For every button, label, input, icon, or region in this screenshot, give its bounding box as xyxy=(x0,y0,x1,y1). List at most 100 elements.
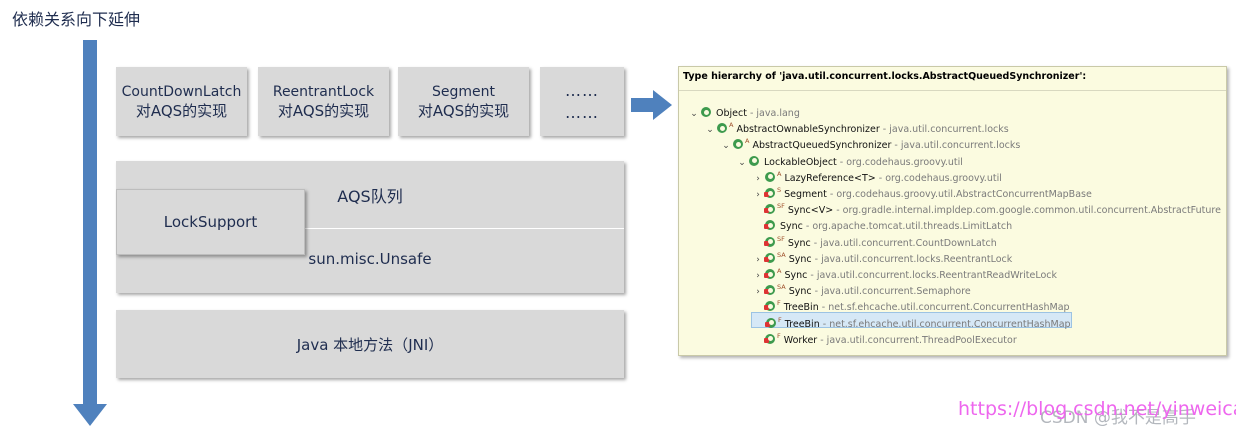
type-name: AbstractOwnableSynchronizer xyxy=(736,124,880,136)
type-package: - java.util.concurrent.locks xyxy=(891,140,1021,152)
type-name: Sync xyxy=(780,221,803,233)
type-package: - net.sf.ehcache.util.concurrent.Concurr… xyxy=(818,302,1070,314)
class-icon xyxy=(764,204,775,215)
box-title: CountDownLatch xyxy=(121,83,242,100)
expand-chevron-icon[interactable]: ⌄ xyxy=(722,141,730,152)
class-icon xyxy=(764,333,775,344)
box-title: ReentrantLock xyxy=(272,83,375,100)
modifier-badge: SF xyxy=(777,234,785,243)
locksupport-box: LockSupport xyxy=(116,189,305,255)
reentrantlock-box: ReentrantLock 对AQS的实现 xyxy=(258,67,389,136)
csdn-watermark: CSDN @我不是高手 xyxy=(1040,408,1196,428)
modifier-badge: F xyxy=(777,331,781,340)
type-package: - java.lang xyxy=(746,108,800,119)
type-package: - org.apache.tomcat.util.threads.LimitLa… xyxy=(802,221,1013,233)
type-name: Sync xyxy=(788,253,812,265)
type-name: Segment xyxy=(784,189,827,200)
hierarchy-row[interactable]: ⌄ LockableObject - org.codehaus.groovy.ut… xyxy=(735,150,963,168)
type-package: - java.util.concurrent.CountDownLatch xyxy=(810,237,997,249)
class-icon xyxy=(764,188,775,198)
jni-box: Java 本地方法（JNI） xyxy=(116,310,624,378)
type-package: - java.util.concurrent.Semaphore xyxy=(811,286,971,298)
collapse-chevron-icon[interactable]: › xyxy=(756,190,760,200)
hierarchy-row[interactable]: Sync - org.apache.tomcat.util.threads.Li… xyxy=(751,214,1013,233)
more-box: …… …… xyxy=(540,67,624,136)
class-icon xyxy=(701,107,711,117)
right-arrow xyxy=(631,90,672,120)
class-icon xyxy=(764,269,775,279)
modifier-badge: F xyxy=(777,299,781,308)
type-name: Sync xyxy=(787,237,811,249)
type-package: - org.gradle.internal.impldep.com.google… xyxy=(833,205,1221,217)
type-package: - java.util.concurrent.locks.ReentrantLo… xyxy=(811,253,1013,265)
box-subtitle: 对AQS的实现 xyxy=(135,101,228,120)
expand-chevron-icon[interactable]: ⌄ xyxy=(706,125,714,136)
collapse-chevron-icon[interactable]: › xyxy=(756,173,760,184)
expand-chevron-icon[interactable]: ⌄ xyxy=(690,109,698,119)
jni-label: Java 本地方法（JNI） xyxy=(296,335,444,354)
modifier-badge: SF xyxy=(777,202,785,211)
type-name: Sync xyxy=(788,286,812,298)
class-icon xyxy=(764,236,775,247)
type-name: TreeBin xyxy=(784,318,820,330)
type-name: TreeBin xyxy=(783,302,819,314)
ellipsis-line: …… xyxy=(565,102,599,122)
type-name: Object xyxy=(716,108,747,119)
ellipsis-line: …… xyxy=(565,80,599,100)
type-name: LockableObject xyxy=(764,156,837,168)
class-icon xyxy=(764,301,775,312)
aqs-queue-label: AQS队列 xyxy=(337,187,403,206)
blog-url-watermark: https://blog.csdn.net/yinweicai xyxy=(958,398,1236,420)
type-name: Sync xyxy=(784,270,808,281)
type-package: - org.codehaus.groovy.util xyxy=(836,156,963,168)
class-icon xyxy=(765,317,776,328)
type-name: LazyReference<T> xyxy=(784,172,876,184)
page-heading: 依赖关系向下延伸 xyxy=(12,10,141,29)
modifier-badge: S xyxy=(777,186,782,194)
class-icon xyxy=(717,123,727,134)
type-package: - java.util.concurrent.locks xyxy=(879,124,1009,136)
modifier-badge: A xyxy=(777,169,782,178)
type-name: Sync<V> xyxy=(787,205,834,217)
type-package: - net.sf.ehcache.util.concurrent.Concurr… xyxy=(819,318,1071,330)
hierarchy-row[interactable]: ⌄ Object - java.lang xyxy=(687,101,800,119)
collapse-chevron-icon[interactable]: › xyxy=(756,287,760,298)
box-subtitle: 对AQS的实现 xyxy=(417,101,510,120)
class-icon xyxy=(764,252,775,263)
class-icon xyxy=(733,139,743,150)
type-package: - java.util.concurrent.ThreadPoolExecuto… xyxy=(817,334,1017,346)
layer-divider xyxy=(116,228,624,229)
unsafe-label: sun.misc.Unsafe xyxy=(308,250,432,268)
type-hierarchy-title: Type hierarchy of 'java.util.concurrent.… xyxy=(679,67,1226,91)
type-name: Worker xyxy=(783,334,818,346)
expand-chevron-icon[interactable]: ⌄ xyxy=(738,157,746,168)
class-icon xyxy=(765,171,775,182)
type-package: - org.codehaus.groovy.util xyxy=(875,172,1002,184)
type-package: - org.codehaus.groovy.util.AbstractConcu… xyxy=(826,189,1092,200)
collapse-chevron-icon[interactable]: › xyxy=(756,271,760,281)
segment-box: Segment 对AQS的实现 xyxy=(398,67,529,136)
countdownlatch-box: CountDownLatch 对AQS的实现 xyxy=(116,67,247,136)
type-package: - java.util.concurrent.locks.ReentrantRe… xyxy=(807,270,1057,281)
locksupport-label: LockSupport xyxy=(163,213,258,231)
box-subtitle: 对AQS的实现 xyxy=(277,101,370,120)
dependency-down-arrow xyxy=(73,40,107,426)
collapse-chevron-icon[interactable]: › xyxy=(756,254,760,265)
modifier-badge: A xyxy=(745,137,750,146)
class-icon xyxy=(749,155,759,166)
class-icon xyxy=(764,285,775,296)
modifier-badge: A xyxy=(777,267,782,275)
modifier-badge: A xyxy=(729,121,734,130)
